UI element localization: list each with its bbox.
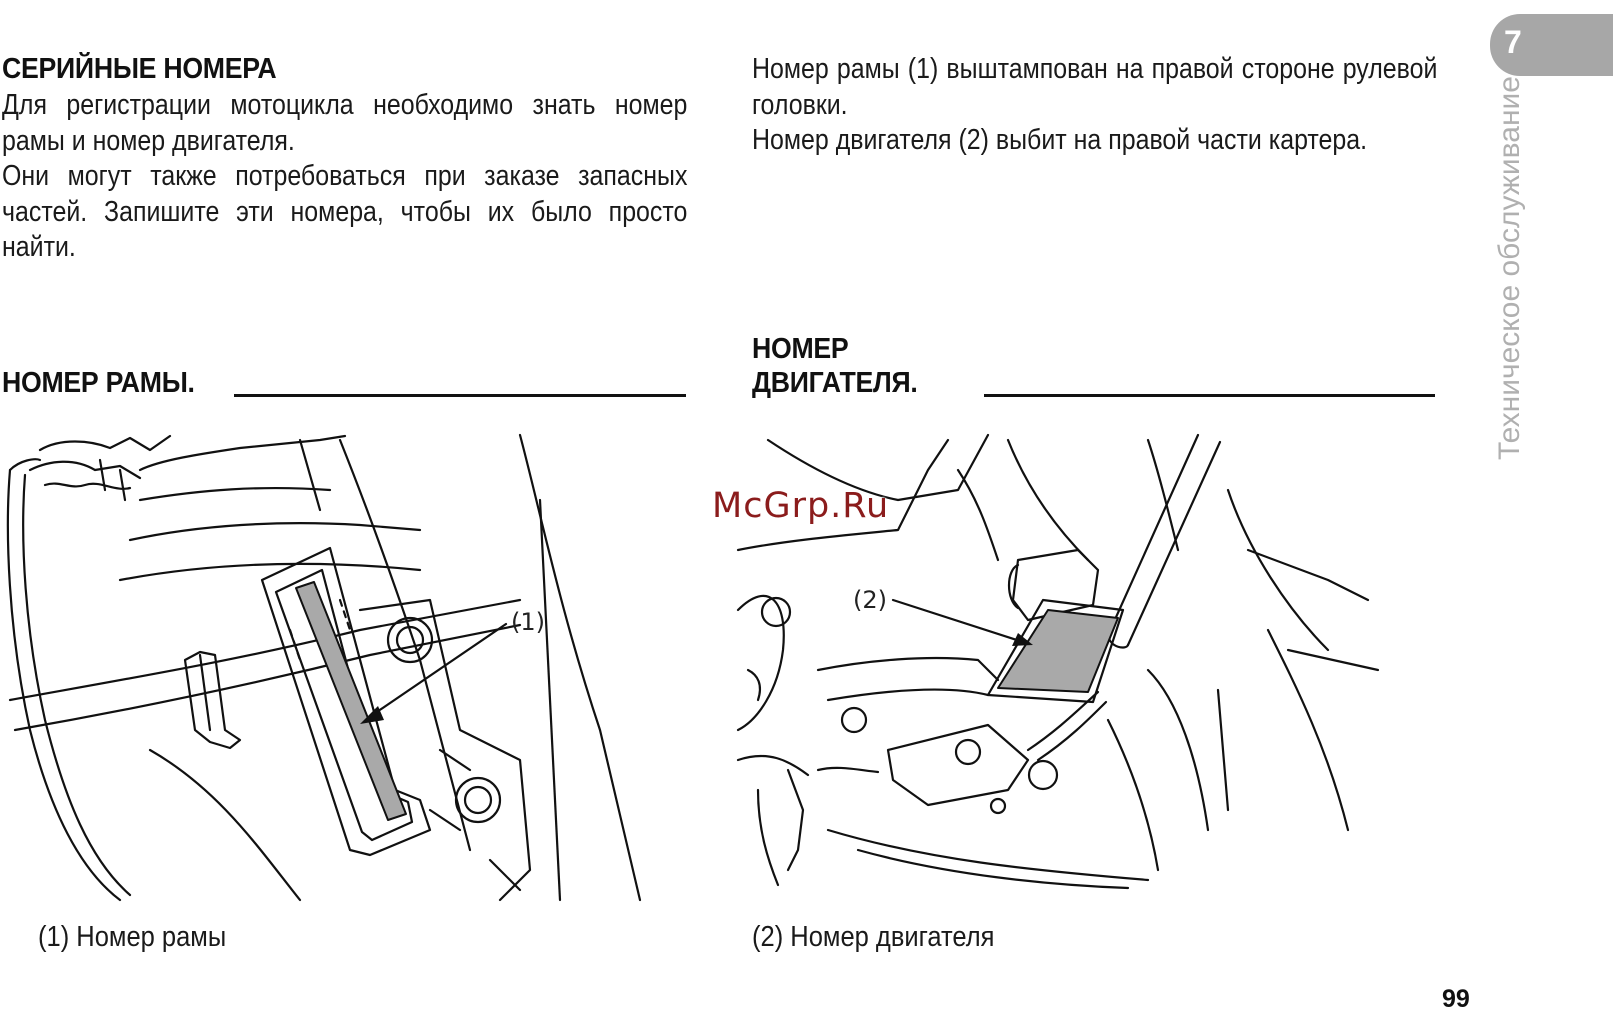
frame-illustration: (1): [0, 430, 690, 905]
engine-illustration: (2): [728, 430, 1388, 890]
engine-number-heading-line2: ДВИГАТЕЛЯ.: [752, 367, 918, 399]
engine-caption: (2) Номер двигателя: [752, 921, 995, 953]
intro-text: Для регистрации мотоцикла необходимо зна…: [2, 88, 687, 266]
chapter-tab: [1490, 14, 1613, 76]
serial-numbers-heading: СЕРИЙНЫЕ НОМЕРА: [2, 53, 277, 85]
location-text: Номер рамы (1) выштампован на правой сто…: [752, 52, 1437, 159]
frame-heading-rule: [234, 394, 686, 397]
chapter-side-title: Техническое обслуживание: [1493, 76, 1526, 460]
engine-number-heading-line1: НОМЕР: [752, 333, 849, 365]
frame-callout-label: (1): [511, 608, 545, 636]
frame-caption: (1) Номер рамы: [38, 921, 227, 953]
frame-number-heading: НОМЕР РАМЫ.: [2, 367, 195, 399]
intro-paragraph-1: Для регистрации мотоцикла необходимо зна…: [2, 89, 688, 157]
engine-heading-rule: [984, 394, 1435, 397]
page-number: 99: [1442, 985, 1470, 1013]
chapter-number: 7: [1504, 24, 1522, 60]
engine-callout-label: (2): [853, 586, 887, 614]
watermark: McGrp.Ru: [712, 486, 890, 526]
location-paragraph-2: Номер двигателя (2) выбит на правой част…: [752, 124, 1368, 156]
location-paragraph-1: Номер рамы (1) выштампован на правой сто…: [752, 53, 1438, 121]
intro-paragraph-2: Они могут также потребоваться при заказе…: [2, 160, 688, 263]
